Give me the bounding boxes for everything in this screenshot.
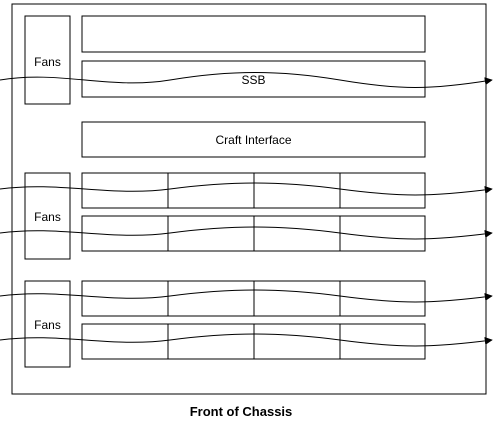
fan-tray-bottom <box>24 280 71 368</box>
airflow-arrow-row-2 <box>0 226 493 240</box>
diagram-caption: Front of Chassis <box>190 404 293 419</box>
airflow-arrow-row-3 <box>0 289 493 303</box>
top-slot <box>81 15 426 53</box>
ssb-slot <box>81 60 426 98</box>
fan-tray-top <box>24 15 71 105</box>
airflow-arrow-ssb <box>0 72 493 88</box>
fan-tray-middle-label: Fans <box>34 210 61 224</box>
fan-tray-top-label: Fans <box>34 55 61 69</box>
craft-interface-label: Craft Interface <box>215 133 291 147</box>
ssb-label: SSB <box>241 73 265 87</box>
fan-tray-bottom-label: Fans <box>34 318 61 332</box>
airflow-arrow-row-4 <box>0 333 493 347</box>
airflow-arrow-row-1 <box>0 182 493 196</box>
craft-interface-panel <box>81 121 426 158</box>
